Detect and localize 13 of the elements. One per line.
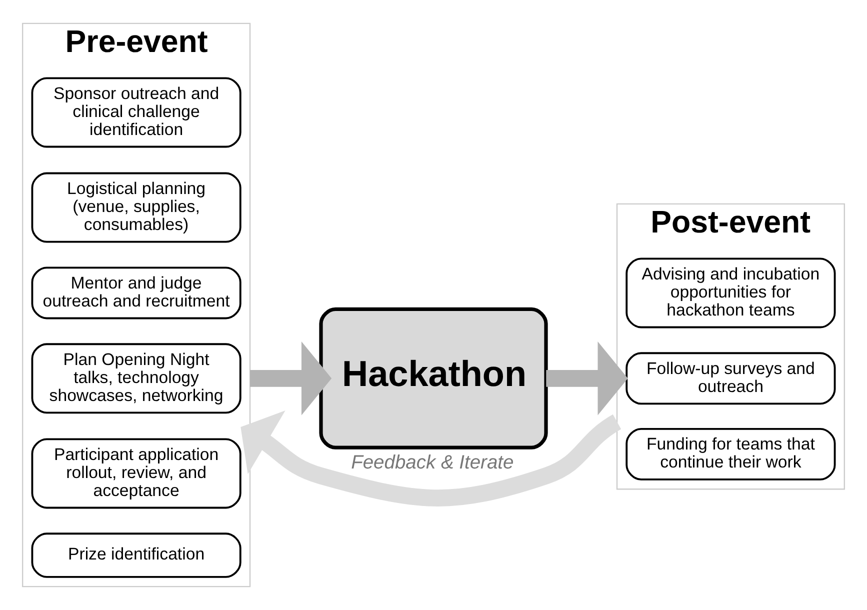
node-box: Mentor and judge outreach and recruitment xyxy=(31,266,242,320)
node-box: Participant application rollout, review, and acceptance xyxy=(31,438,242,509)
node-box: Sponsor outreach and clinical challenge identification xyxy=(31,77,242,148)
node-box: Prize identification xyxy=(31,532,242,578)
arrow xyxy=(240,410,622,506)
node-box: Follow-up surveys and outreach xyxy=(626,352,836,405)
node-box: Advising and incubation opportunities for hackathon teams xyxy=(626,258,836,328)
node-box: Hackathon xyxy=(319,307,548,450)
node-box: Plan Opening Night talks, technology showcases, networking xyxy=(31,343,242,414)
edge-label: Feedback & Iterate xyxy=(351,452,514,474)
node-box: Funding for teams that continue their work xyxy=(626,428,836,480)
arrow xyxy=(250,341,332,416)
node-box: Logistical planning (venue, supplies, consumables) xyxy=(31,172,242,243)
